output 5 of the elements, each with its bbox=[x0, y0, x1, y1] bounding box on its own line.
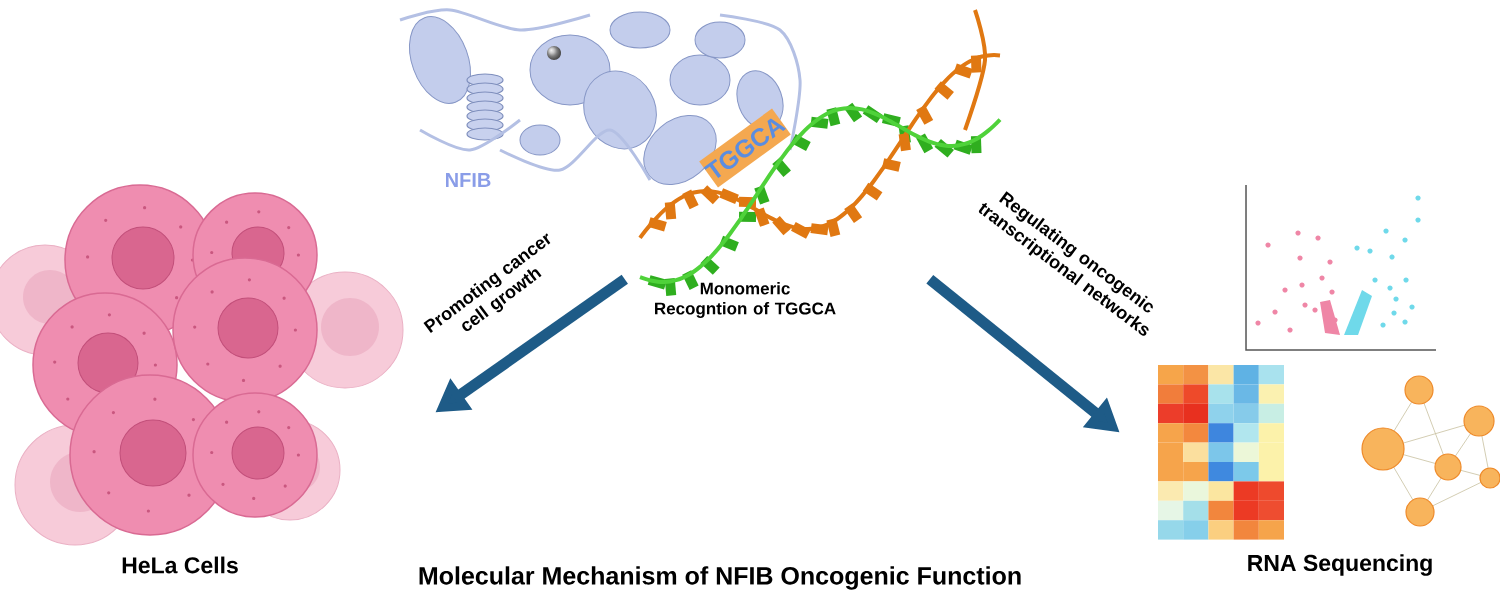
node-label: HeLa Cells bbox=[122, 556, 238, 574]
title: Molecular Mechanism of NFIB Oncogenic Function bbox=[419, 566, 1021, 590]
node-label: Monomeric Recogntion of TGGCA bbox=[655, 282, 836, 318]
node-label: RNA Sequencing bbox=[1248, 554, 1432, 576]
node-label: NFIB bbox=[446, 173, 491, 187]
